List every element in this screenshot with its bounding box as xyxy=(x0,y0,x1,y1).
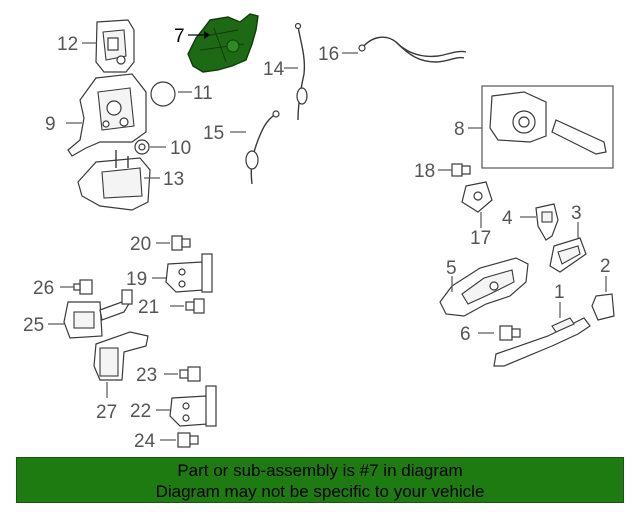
part-23[interactable] xyxy=(179,366,201,382)
callout-3: 3 xyxy=(571,203,582,224)
part-12[interactable] xyxy=(95,19,135,73)
callout-26: 26 xyxy=(33,278,54,299)
part-24[interactable] xyxy=(177,432,199,448)
callout-13: 13 xyxy=(163,169,184,190)
part-20[interactable] xyxy=(171,235,191,251)
part-22[interactable] xyxy=(169,385,217,427)
part-2[interactable] xyxy=(591,293,615,321)
part-15[interactable] xyxy=(245,110,280,185)
part-9[interactable] xyxy=(67,73,147,157)
callout-12: 12 xyxy=(57,34,78,55)
banner-line-1: Part or sub-assembly is #7 in diagram xyxy=(177,461,463,480)
callout-5: 5 xyxy=(446,258,457,279)
callout-20: 20 xyxy=(130,234,151,255)
callout-4: 4 xyxy=(502,208,513,229)
part-4[interactable] xyxy=(535,203,559,241)
part-19[interactable] xyxy=(165,253,213,293)
info-banner: Part or sub-assembly is #7 in diagram Di… xyxy=(16,457,624,503)
callout-11: 11 xyxy=(193,83,213,104)
callout-1: 1 xyxy=(554,282,565,303)
callout-9: 9 xyxy=(45,114,56,135)
part-6[interactable] xyxy=(499,325,521,341)
callout-22: 22 xyxy=(130,401,151,422)
banner-line-2: Diagram may not be specific to your vehi… xyxy=(155,482,485,501)
part-11[interactable] xyxy=(150,81,176,107)
callout-19: 19 xyxy=(126,269,147,290)
part-26[interactable] xyxy=(73,279,93,295)
parts-diagram: 12 7 11 9 10 13 1 xyxy=(23,13,615,452)
part-17[interactable] xyxy=(461,181,493,213)
part-8[interactable] xyxy=(481,85,614,169)
callout-17: 17 xyxy=(470,228,491,249)
callout-23: 23 xyxy=(136,365,157,386)
callout-10: 10 xyxy=(170,138,191,159)
callout-18: 18 xyxy=(414,161,435,182)
callout-6: 6 xyxy=(460,324,471,345)
callout-25: 25 xyxy=(23,315,44,336)
part-25[interactable] xyxy=(63,289,133,339)
part-16[interactable] xyxy=(358,36,467,63)
part-10[interactable] xyxy=(134,139,150,155)
part-3[interactable] xyxy=(549,237,587,273)
callout-2: 2 xyxy=(600,256,611,277)
callout-8: 8 xyxy=(454,119,465,140)
part-21[interactable] xyxy=(185,298,205,314)
part-27[interactable] xyxy=(93,331,149,381)
callout-24: 24 xyxy=(134,431,156,452)
part-13[interactable] xyxy=(77,150,151,211)
callout-7: 7 xyxy=(174,26,185,47)
part-1[interactable] xyxy=(493,317,591,367)
callout-14: 14 xyxy=(263,59,285,80)
callout-15: 15 xyxy=(203,123,224,144)
part-7[interactable] xyxy=(187,13,259,73)
callout-16: 16 xyxy=(318,44,339,65)
callout-21: 21 xyxy=(138,297,159,318)
part-18[interactable] xyxy=(451,163,471,177)
part-14[interactable] xyxy=(294,22,308,121)
part-5[interactable] xyxy=(439,257,529,317)
callout-27: 27 xyxy=(96,402,117,423)
